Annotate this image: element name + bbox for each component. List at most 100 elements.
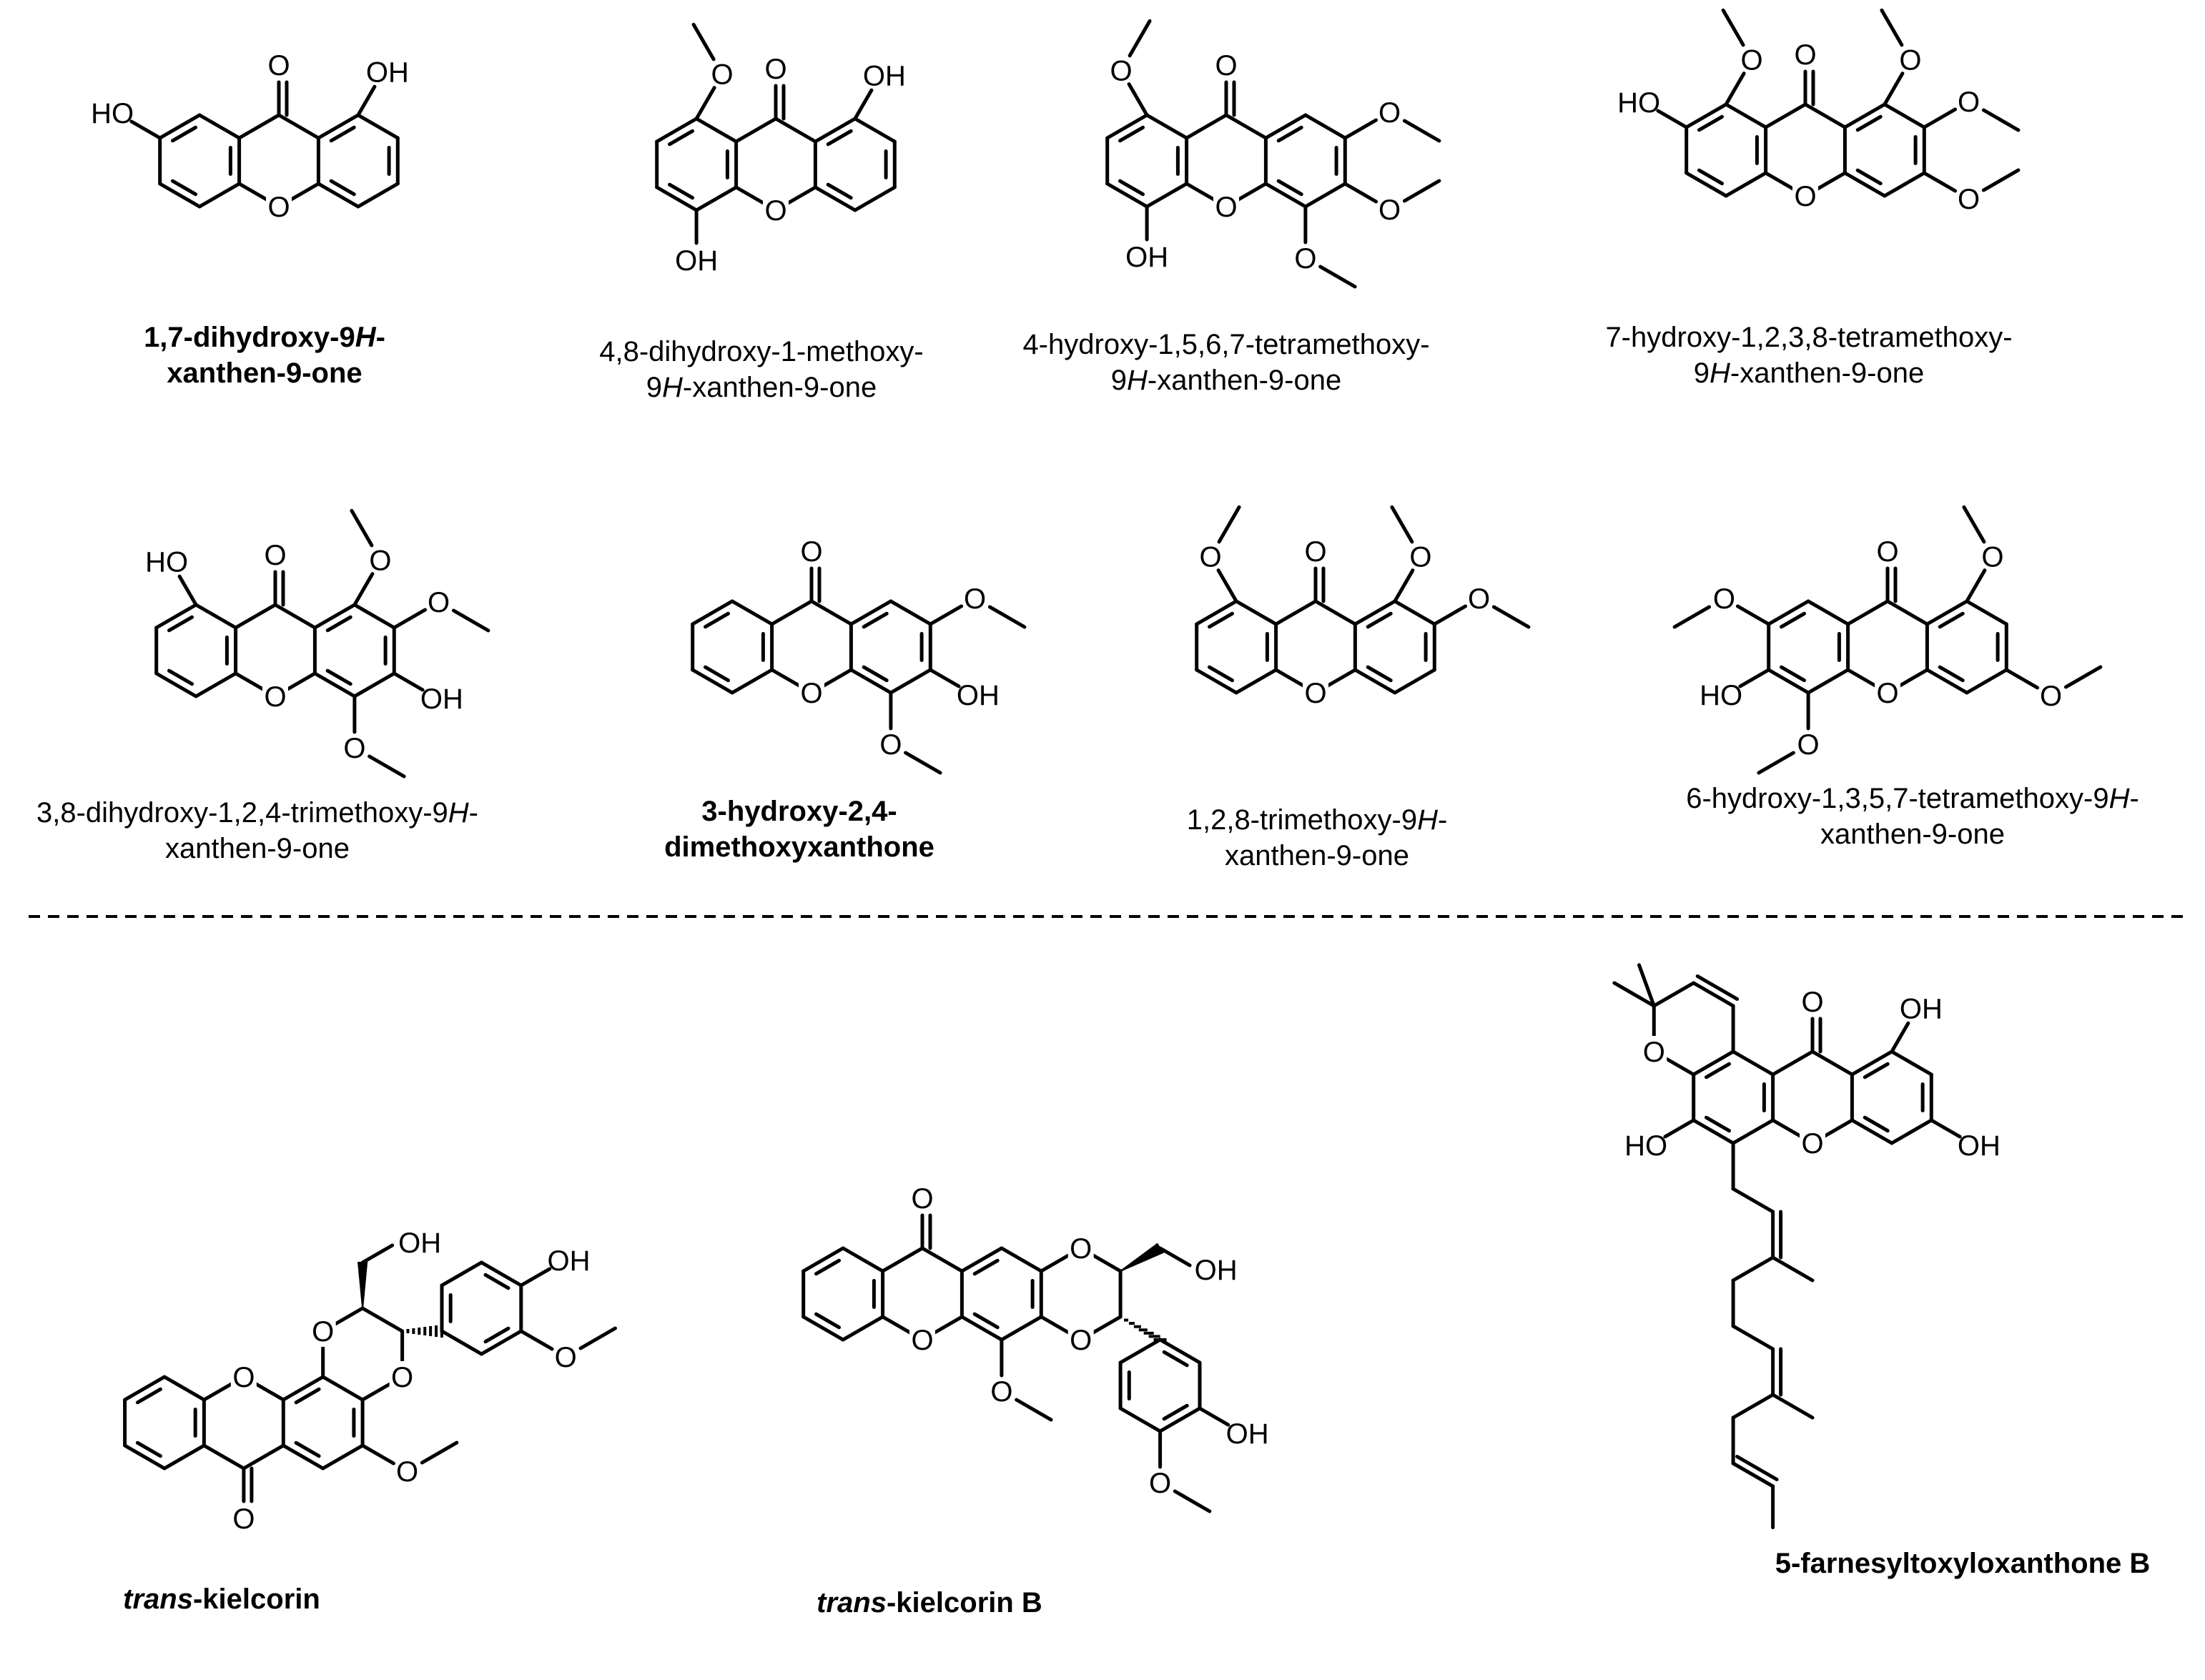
ring-double-bond <box>1118 125 1145 143</box>
methyl-bond <box>451 608 490 633</box>
ring-double-bond <box>668 182 694 200</box>
ring-bond <box>1303 182 1347 209</box>
ring-bond <box>1274 599 1318 626</box>
compound-name-line: xanthen-9-one <box>1225 840 1409 871</box>
ring-bond <box>1767 599 1810 626</box>
ring-bond <box>691 599 734 626</box>
atom-mask <box>763 194 789 226</box>
ring-bond <box>242 1443 285 1471</box>
hydroxyl-bond <box>1929 1118 1962 1139</box>
ring-bond <box>813 185 857 212</box>
ring-bond <box>1692 1118 1735 1145</box>
ring-double-bond <box>1938 665 1965 683</box>
compound-name-line: xanthen-9-one <box>167 357 362 389</box>
ring-double-bond <box>483 1326 510 1344</box>
methoxy-oxygen: O <box>990 1376 1012 1408</box>
chain-bond <box>1731 1255 1775 1283</box>
ring-double-bond <box>171 179 197 197</box>
methoxy-bond <box>1724 71 1746 107</box>
ring-bond <box>1767 668 1810 695</box>
ring-bond <box>853 185 897 212</box>
ring-bond <box>1843 102 1887 129</box>
hydroxyl-bond <box>1663 1118 1696 1139</box>
ring-bond <box>1652 981 1696 1008</box>
compound-name-line: 3,8-dihydroxy-1,2,4-trimethoxy-9H- <box>36 797 478 829</box>
compound-name-line: 4-hydroxy-1,5,6,7-tetramethoxy- <box>1022 329 1429 360</box>
methoxy-oxygen: O <box>1200 542 1222 573</box>
methoxy-oxygen: O <box>1981 542 2003 573</box>
methoxy-bond <box>1216 568 1238 603</box>
chain-bond <box>1731 1187 1775 1214</box>
ring-bond <box>655 185 699 212</box>
ring-double-bond <box>826 182 853 200</box>
methyl-bond <box>1173 1489 1212 1513</box>
methoxy-oxygen: O <box>1110 56 1133 87</box>
ring-bond <box>273 603 317 630</box>
hydroxyl-label: OH <box>675 245 718 277</box>
compound-name-c9: trans-kielcorin <box>123 1583 320 1615</box>
ring-bond <box>960 1315 1004 1342</box>
hydroxyl-bond <box>1158 1246 1192 1268</box>
ring-bond <box>801 1315 845 1342</box>
atom-mask <box>1067 1324 1094 1355</box>
ring-bond <box>321 1375 365 1402</box>
hydroxyl-bond <box>129 119 162 140</box>
methoxy-oxygen: O <box>1149 1468 1171 1499</box>
methyl-bond <box>1962 505 1986 544</box>
ring-bond <box>694 185 739 212</box>
ring-bond <box>356 113 400 140</box>
ring-bond <box>1925 599 1969 626</box>
methoxy-bond <box>1432 604 1468 626</box>
ring-bond <box>813 117 857 144</box>
hydroxyl-label: OH <box>548 1245 591 1277</box>
compound-name-line: 1,2,8-trimethoxy-9H- <box>1187 804 1448 836</box>
hydroxyl-label: OH <box>366 56 409 88</box>
ring-bond <box>1158 1406 1202 1433</box>
ring-bond <box>158 182 202 209</box>
methyl-bond <box>1771 1255 1815 1283</box>
methoxy-bond <box>1922 171 1958 193</box>
ring-oxygen: O <box>764 195 786 227</box>
ring-double-bond <box>135 1387 162 1405</box>
ring-double-bond <box>1863 1115 1890 1133</box>
compound-name-c11: 5-farnesyltoxyloxanthone B <box>1775 1548 2151 1579</box>
atom-mask <box>262 681 288 712</box>
compound-name-line: 6-hydroxy-1,3,5,7-tetramethoxy-9H- <box>1686 783 2139 814</box>
ring-bond <box>316 182 360 209</box>
ring-bond <box>360 1306 405 1333</box>
ring-bond <box>1965 599 2008 626</box>
compound-name-c5: 3,8-dihydroxy-1,2,4-trimethoxy-9H-xanthe… <box>36 797 478 864</box>
ring-bond <box>1806 668 1850 695</box>
hydroxyl-bond <box>177 574 198 607</box>
atom-mask <box>1800 1127 1825 1159</box>
hydroxyl-label: OH <box>957 680 1000 711</box>
ring-bond <box>774 117 817 144</box>
ring-bond <box>920 1246 964 1273</box>
ring-double-bond <box>972 1312 1000 1330</box>
carbonyl-oxygen: O <box>1876 536 1898 568</box>
ring-double-bond <box>862 665 889 683</box>
ring-bond <box>237 113 281 140</box>
hydroxyl-label: OH <box>1958 1130 2001 1162</box>
ring-double-bond <box>325 668 352 686</box>
hydroxyl-bond <box>928 668 961 688</box>
double-bond <box>1731 1461 1775 1488</box>
ring-bond <box>1195 599 1238 626</box>
methoxy-oxygen: O <box>369 545 391 577</box>
ring-double-bond <box>1118 179 1145 197</box>
compound-name-c8: 6-hydroxy-1,3,5,7-tetramethoxy-9H-xanthe… <box>1686 783 2139 850</box>
ring-double-bond <box>1366 665 1393 683</box>
ring-bond <box>1224 113 1268 140</box>
methyl-bond <box>1637 963 1656 1008</box>
compound-name-line: 9H-xanthen-9-one <box>1111 365 1341 396</box>
methoxy-bond <box>1127 82 1149 117</box>
ring-oxygen: O <box>911 1325 933 1356</box>
methoxy-oxygen: O <box>428 587 450 618</box>
ring-bond <box>1000 1315 1043 1342</box>
methoxy-bond <box>360 1443 395 1466</box>
